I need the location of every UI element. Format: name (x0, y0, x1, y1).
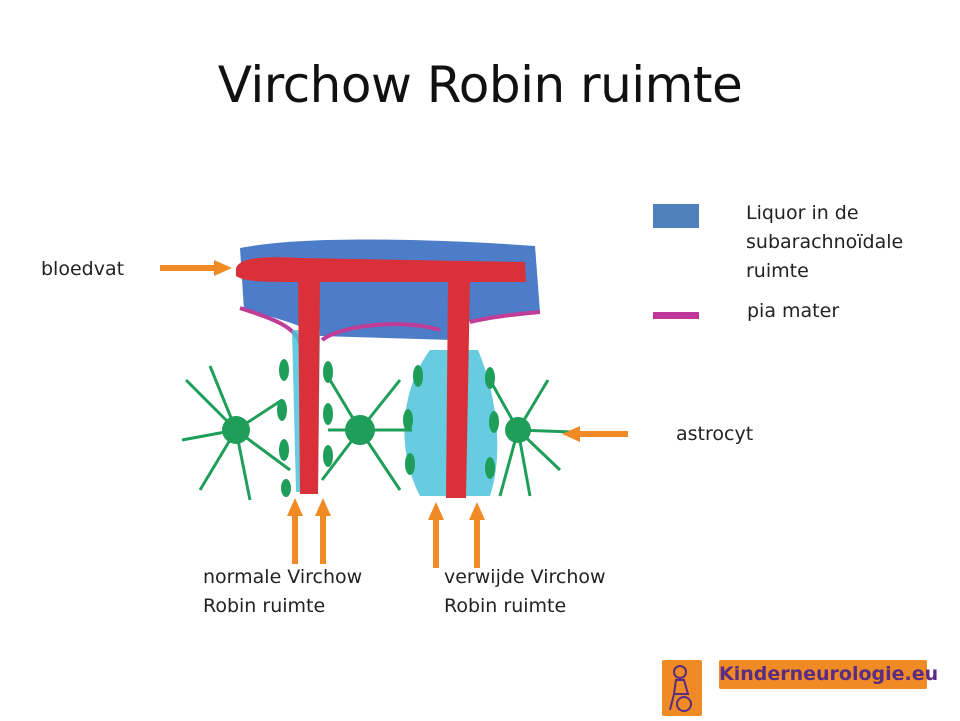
blood-vessel-branch-right (446, 280, 470, 498)
label-dilated-vr: verwijde Virchow Robin ruimte (444, 563, 644, 621)
astrocyte-right (488, 379, 573, 497)
arrow-dilated-vr-2 (469, 502, 485, 568)
astrocyte-right-body (505, 417, 531, 443)
logo-text: Kinderneurologie.eu (719, 660, 938, 689)
legend-liquor-line3: ruimte (746, 260, 809, 282)
slide-title: Virchow Robin ruimte (217, 56, 743, 114)
legend-liquor-line2: subarachnoïdale (746, 231, 904, 253)
legend-swatch-pia (653, 312, 699, 319)
arrow-normal-vr-2 (315, 498, 331, 564)
legend-swatch-liquor (653, 204, 699, 228)
label-normal-vr-line2: Robin ruimte (203, 595, 326, 617)
legend-pia-line1: pia mater (747, 300, 840, 322)
label-astrocyt: astrocyt (676, 423, 754, 445)
astrocyte-left-body (222, 416, 250, 444)
label-dilated-vr-line2: Robin ruimte (444, 595, 567, 617)
legend-pia-text: pia mater (747, 297, 839, 326)
astrocyte-middle-body (345, 415, 375, 445)
legend-liquor-text: Liquor in de subarachnoïdale ruimte (746, 199, 946, 286)
label-dilated-vr-line1: verwijde Virchow (444, 566, 606, 588)
arrow-bloedvat (160, 260, 232, 276)
legend-liquor-line1: Liquor in de (746, 202, 859, 224)
arrow-dilated-vr-1 (428, 502, 444, 568)
astrocyte-endfeet (277, 359, 499, 497)
label-normal-vr-line1: normale Virchow (203, 566, 363, 588)
label-normal-vr: normale Virchow Robin ruimte (203, 563, 403, 621)
blood-vessel-horizontal (236, 257, 526, 282)
label-bloedvat: bloedvat (41, 258, 125, 280)
logo-figure-icon (669, 665, 692, 712)
blood-vessel-branch-left (298, 280, 320, 494)
arrow-astrocyt (562, 426, 628, 442)
arrow-normal-vr-1 (287, 498, 303, 564)
logo-icon (662, 660, 702, 716)
